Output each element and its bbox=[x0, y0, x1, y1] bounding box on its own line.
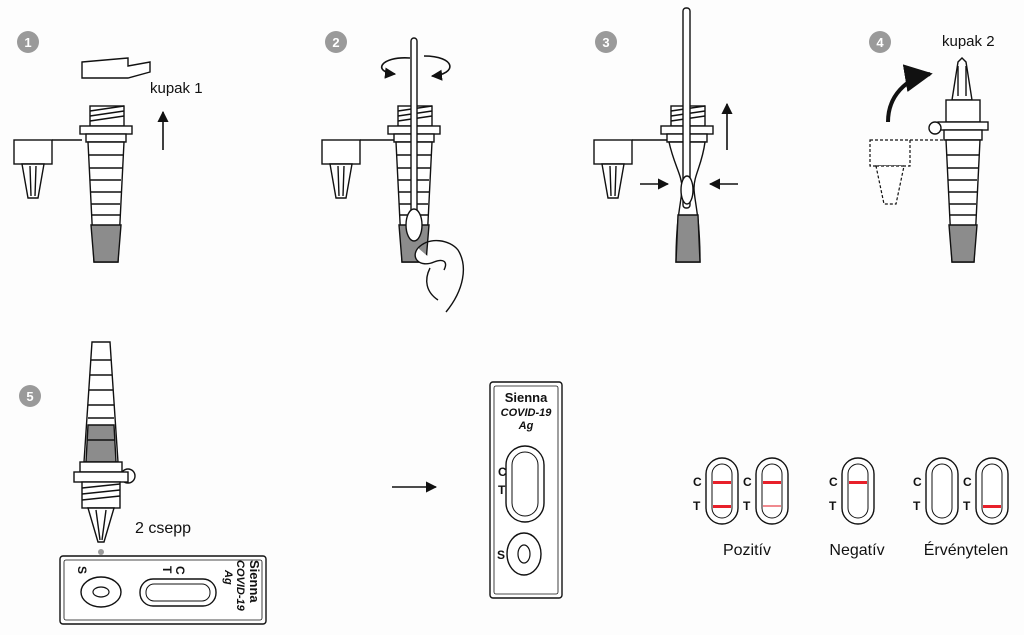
result-positive-window-2: C T bbox=[743, 457, 789, 525]
rotate-right-arrow-icon bbox=[423, 55, 451, 81]
control-line bbox=[713, 481, 731, 484]
horizontal-cassette: S C T Sienna COVID-19 Ag bbox=[59, 555, 267, 625]
step-5: 5 2 csepp S C bbox=[19, 341, 267, 625]
sample-letter: S bbox=[75, 566, 89, 574]
inverted-tube-icon bbox=[73, 341, 136, 543]
nozzle-icon bbox=[321, 139, 398, 199]
hand-icon bbox=[414, 240, 465, 313]
step-4-label: kupak 2 bbox=[942, 33, 995, 50]
result-invalid-window-2: C T bbox=[963, 457, 1009, 525]
negative-label: Negatív bbox=[829, 542, 884, 559]
dropper-tube-icon bbox=[928, 57, 989, 263]
cassette-brand: Sienna bbox=[505, 390, 548, 405]
step-5-number: 5 bbox=[26, 389, 33, 404]
step-1-badge bbox=[17, 31, 39, 53]
step-2-badge bbox=[325, 31, 347, 53]
step-1: 1 kupak 1 bbox=[13, 31, 203, 263]
invalid-label: Érvénytelen bbox=[924, 540, 1009, 559]
cassette-sub: Ag bbox=[518, 420, 534, 432]
step-4-badge bbox=[869, 31, 891, 53]
nozzle-ghost-icon bbox=[869, 139, 944, 205]
result-negative-window: C T bbox=[829, 457, 875, 525]
test-letter: T bbox=[913, 499, 921, 513]
cap-1-icon bbox=[81, 57, 151, 79]
control-letter: C bbox=[913, 475, 922, 489]
nozzle-icon bbox=[13, 139, 82, 199]
test-letter: T bbox=[829, 499, 837, 513]
results: C T C T Pozitív C T Negatív C T bbox=[693, 457, 1009, 559]
control-letter: C bbox=[173, 566, 187, 575]
drop-icon bbox=[98, 549, 104, 555]
extraction-tube-squeezed-icon bbox=[660, 7, 714, 263]
test-line bbox=[713, 505, 731, 508]
test-letter: T bbox=[160, 566, 174, 574]
sample-letter: S bbox=[497, 548, 505, 562]
swab-icon bbox=[405, 37, 423, 242]
test-line bbox=[983, 505, 1001, 508]
cassette-product: COVID-19 bbox=[501, 407, 553, 419]
control-letter: C bbox=[743, 475, 752, 489]
result-positive-window-1: C T bbox=[693, 457, 739, 525]
extraction-tube-icon bbox=[79, 105, 133, 263]
step-4: 4 kupak 2 bbox=[869, 31, 995, 263]
cassette-sub: Ag bbox=[222, 569, 234, 585]
control-letter: C bbox=[829, 475, 838, 489]
step-5-label: 2 csepp bbox=[135, 520, 191, 537]
test-letter: T bbox=[963, 499, 971, 513]
cassette-product: COVID-19 bbox=[234, 560, 246, 612]
step-1-label: kupak 1 bbox=[150, 80, 203, 97]
step-3: 3 bbox=[593, 7, 738, 263]
vertical-cassette: Sienna COVID-19 Ag C T S bbox=[489, 381, 563, 599]
rotate-left-arrow-icon bbox=[381, 57, 411, 79]
control-letter: C bbox=[693, 475, 702, 489]
step-2: 2 bbox=[321, 31, 465, 313]
step-2-number: 2 bbox=[332, 35, 339, 50]
test-letter: T bbox=[498, 483, 506, 497]
control-line bbox=[763, 481, 781, 484]
step-3-number: 3 bbox=[602, 35, 609, 50]
nozzle-icon bbox=[593, 139, 670, 199]
test-letter: T bbox=[693, 499, 701, 513]
result-invalid-window-1: C T bbox=[913, 457, 959, 525]
flip-arrow-icon bbox=[886, 64, 933, 123]
control-line bbox=[849, 481, 867, 484]
step-4-number: 4 bbox=[876, 35, 884, 50]
cassette-brand: Sienna bbox=[247, 560, 262, 603]
control-letter: C bbox=[963, 475, 972, 489]
control-letter: C bbox=[498, 465, 507, 479]
test-line-faint bbox=[763, 505, 781, 507]
step-5-badge bbox=[19, 385, 41, 407]
step-3-badge bbox=[595, 31, 617, 53]
test-letter: T bbox=[743, 499, 751, 513]
positive-label: Pozitív bbox=[723, 542, 771, 559]
step-1-number: 1 bbox=[24, 35, 31, 50]
